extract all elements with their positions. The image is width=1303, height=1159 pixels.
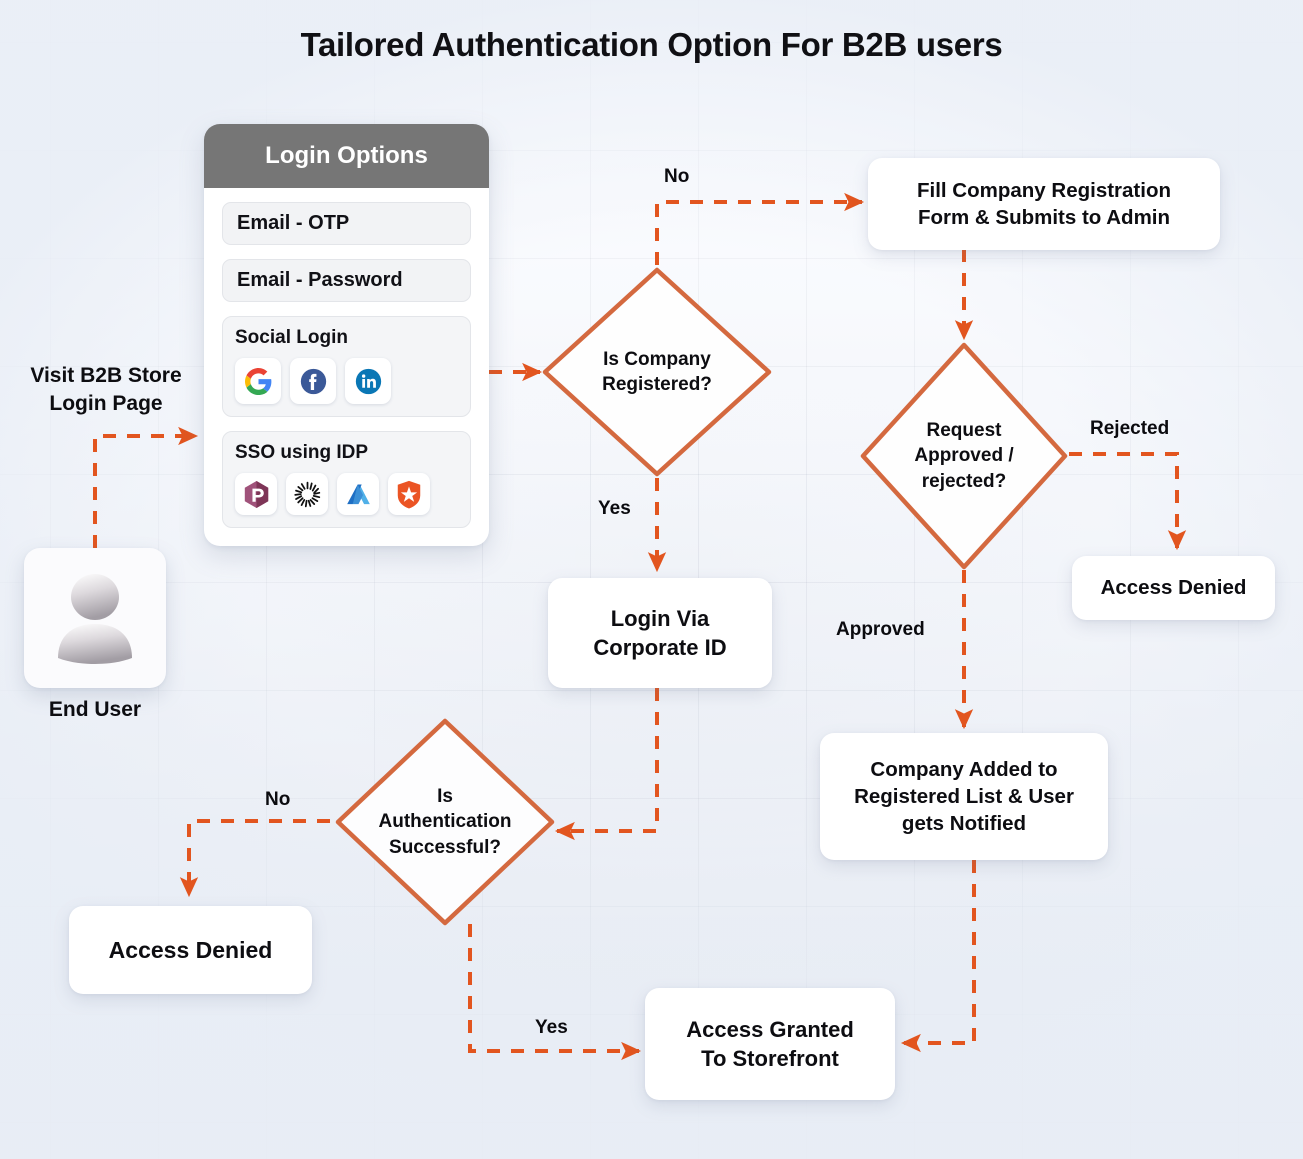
diamond-shape (542, 267, 772, 477)
edge-auth-no-to-denied (179, 819, 330, 898)
google-login-button[interactable] (235, 358, 281, 404)
decision-request-approved-label: Request Approved / rejected? (858, 340, 1070, 572)
decision-company-line2: Registered? (602, 374, 712, 395)
decision-is-company-registered-label: Is Company Registered? (540, 265, 774, 479)
visit-store-label-line2: Login Page (49, 392, 163, 416)
request-approved-line3: rejected? (921, 470, 1007, 492)
facebook-icon (300, 368, 326, 394)
edge-label-rejected: Rejected (1090, 418, 1170, 439)
edge-company-added-to-granted (900, 860, 976, 1053)
request-approved-line1: Request (926, 419, 1002, 441)
node-access-denied-auth-failed: Access Denied (69, 906, 312, 994)
edge-corporate-login-to-auth-check (554, 688, 659, 841)
request-approved-line2: Approved / (914, 445, 1014, 467)
social-login-title: Social Login (235, 327, 348, 348)
okta-icon (293, 481, 320, 507)
azure-ad-login-button[interactable] (337, 473, 379, 515)
auth-check-line2: Authentication (378, 811, 512, 833)
node-access-denied-rejected: Access Denied (1072, 556, 1275, 620)
node-company-added-to-registered-list: Company Added to Registered List & User … (820, 733, 1108, 860)
sso-group: SSO using IDP (222, 431, 471, 528)
sso-icon-row (235, 473, 458, 515)
edge-approval-rejected-to-denied (1069, 452, 1187, 551)
diamond-shape (860, 342, 1068, 570)
node-fill-company-registration: Fill Company Registration Form & Submits… (868, 158, 1220, 250)
fill-company-line1: Fill Company Registration (917, 178, 1171, 202)
azure-ad-icon (346, 484, 370, 504)
linkedin-login-button[interactable] (345, 358, 391, 404)
linkedin-icon (355, 368, 381, 394)
facebook-login-button[interactable] (290, 358, 336, 404)
company-added-line2: Registered List & User (854, 784, 1074, 808)
user-avatar-icon (58, 574, 132, 664)
edge-label-yes-auth: Yes (535, 1017, 568, 1038)
diamond-shape (335, 718, 555, 926)
login-option-email-otp[interactable]: Email - OTP (222, 202, 471, 245)
page-title: Tailored Authentication Option For B2B u… (300, 26, 1003, 63)
social-login-icon-row (235, 358, 458, 404)
fill-company-line2: Form & Submits to Admin (917, 206, 1171, 229)
visit-store-label-line1: Visit B2B Store (30, 364, 182, 387)
decision-is-authentication-successful: Is Authentication Successful? (333, 716, 557, 928)
company-added-line1: Company Added to (870, 757, 1058, 781)
company-added-line3: gets Notified (901, 812, 1027, 836)
node-login-via-corporate-id: Login Via Corporate ID (548, 578, 772, 688)
okta-login-button[interactable] (286, 473, 328, 515)
auth-check-line1: Is (437, 785, 453, 807)
ping-identity-login-button[interactable] (235, 473, 277, 515)
edge-enduser-to-login (93, 426, 199, 548)
login-options-panel: Login Options Email - OTP Email - Passwo… (204, 124, 489, 546)
access-granted-line1: Access Granted (686, 1016, 854, 1042)
auth0-login-button[interactable] (388, 473, 430, 515)
edge-company-no-to-form (655, 192, 865, 265)
sso-title: SSO using IDP (235, 442, 369, 463)
auth0-icon (397, 480, 421, 508)
end-user-avatar-card (24, 548, 166, 688)
social-login-group: Social Login (222, 316, 471, 417)
node-access-granted-to-storefront: Access Granted To Storefront (645, 988, 895, 1100)
decision-company-line1: Is Company (603, 348, 711, 370)
auth-check-line3: Successful? (389, 836, 501, 858)
edge-label-no-company-registered: No (664, 166, 690, 187)
login-options-header: Login Options (204, 124, 489, 188)
corporate-login-line2: Corporate ID (593, 635, 727, 660)
edge-label-yes-company-registered: Yes (598, 498, 631, 519)
login-option-email-password[interactable]: Email - Password (222, 259, 471, 302)
end-user-label: End User (48, 698, 142, 721)
decision-is-auth-successful-label: Is Authentication Successful? (333, 716, 557, 928)
decision-is-company-registered: Is Company Registered? (540, 265, 774, 479)
edge-label-approved: Approved (836, 619, 925, 640)
access-granted-line2: To Storefront (701, 1046, 839, 1071)
visit-store-label: Visit B2B Store Login Page (18, 362, 194, 419)
edge-label-no-auth: No (265, 789, 291, 810)
decision-request-approved-rejected: Request Approved / rejected? (858, 340, 1070, 572)
corporate-login-line1: Login Via (610, 605, 710, 631)
google-icon (244, 367, 271, 395)
ping-identity-icon (244, 480, 268, 508)
